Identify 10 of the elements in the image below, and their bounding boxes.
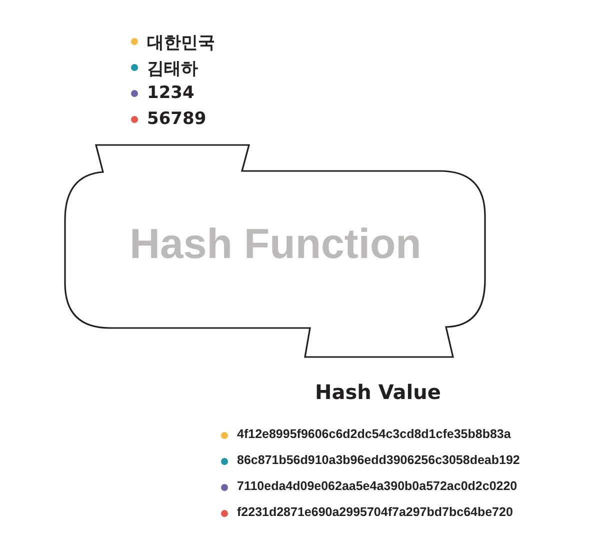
input-text: 56789	[147, 109, 206, 129]
hash-value-text: f2231d2871e690a2995704f7a297bd7bc64be720	[237, 505, 513, 519]
hash-value-text: 86c871b56d910a3b96edd3906256c3058deab192	[237, 453, 520, 467]
input-text: 1234	[147, 83, 194, 103]
hash-value-text: 4f12e8995f9606c6d2dc54c3cd8d1cfe35b8b83a	[237, 427, 511, 441]
input-text: 대한민국	[147, 32, 215, 54]
hash-value-text: 7110eda4d09e062aa5e4a390b0a572ac0d2c0220	[237, 479, 518, 493]
input-text: 김태하	[147, 58, 198, 80]
section-heading: Hash Value	[315, 380, 441, 404]
function-title: Hash Function	[128, 220, 422, 268]
